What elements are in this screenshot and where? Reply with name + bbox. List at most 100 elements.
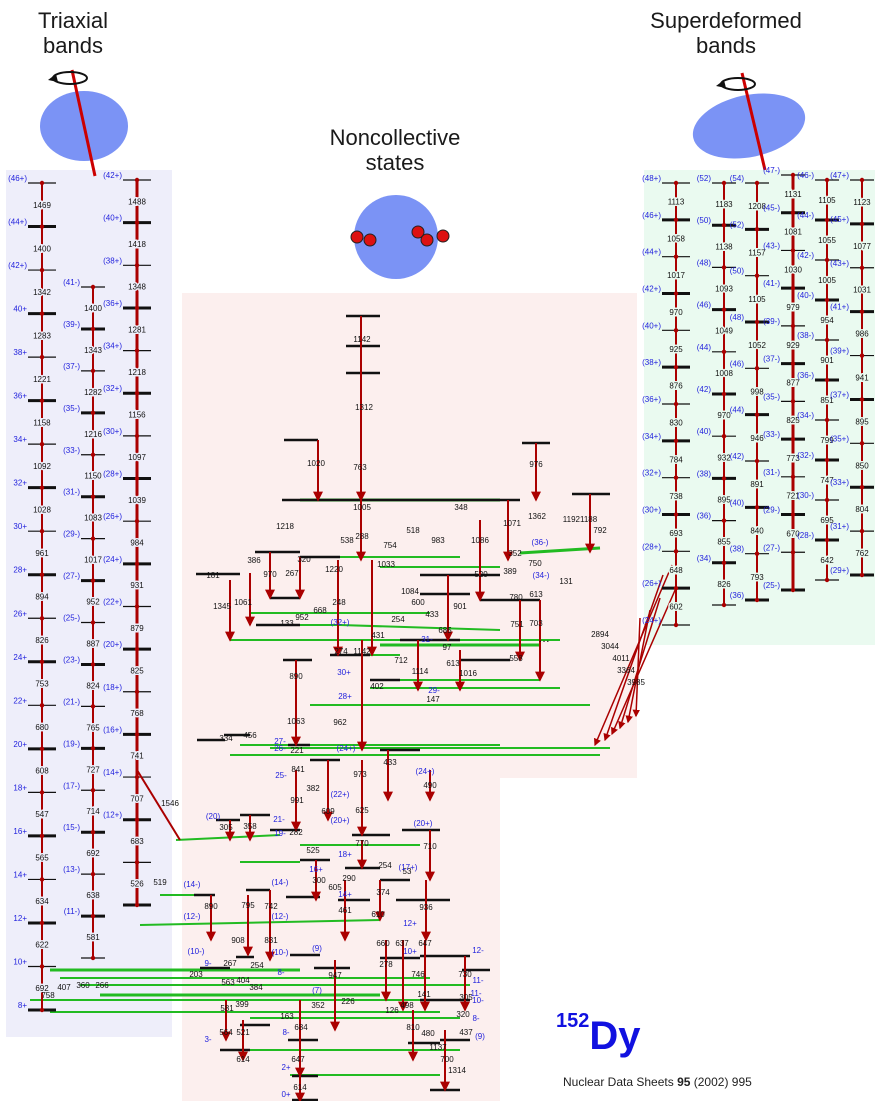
sd-band2-spin-label: (52) xyxy=(697,174,712,183)
sd-band1-level-dot xyxy=(673,512,679,517)
triaxial-band1-spin-label: 10+ xyxy=(13,957,27,966)
energy-label: 564 xyxy=(219,1028,233,1037)
sd-band5-energy-label: 799 xyxy=(820,436,834,445)
energy-label: 1071 xyxy=(503,519,521,528)
triaxial-band1-level-dot xyxy=(39,1007,45,1013)
sd-band1-energy-label: 693 xyxy=(669,529,683,538)
spin-label: (34-) xyxy=(533,571,550,580)
triaxial-band3-spin-label: (16+) xyxy=(103,725,122,734)
sd-band1-spin-label: (48+) xyxy=(642,174,661,183)
triaxial-band1-energy-label: 961 xyxy=(35,549,49,558)
energy-label: 758 xyxy=(41,991,55,1000)
triaxial-band3-spin-label: (24+) xyxy=(103,555,122,564)
energy-label: 4011 xyxy=(612,654,630,663)
sd-band2-spin-label: (46) xyxy=(697,301,712,310)
energy-label: 407 xyxy=(57,983,71,992)
energy-label: 404 xyxy=(236,976,250,985)
triaxial-band3-spin-label: (42+) xyxy=(103,171,122,180)
sd-band6-spin-label: (41+) xyxy=(830,303,849,312)
energy-label: 3044 xyxy=(601,642,619,651)
spin-label: 26- xyxy=(274,744,286,753)
sd-band4-spin-label: (41-) xyxy=(763,279,780,288)
sd-band3-spin-label: (50) xyxy=(730,267,745,276)
sd-band5-spin-label: (30-) xyxy=(797,491,814,500)
spin-label: 3- xyxy=(204,1035,211,1044)
energy-label: 890 xyxy=(289,672,303,681)
energy-label: 831 xyxy=(264,936,278,945)
triaxial-band2-spin-label: (29-) xyxy=(63,530,80,539)
energy-label: 384 xyxy=(249,983,263,992)
reference-volume: 95 xyxy=(677,1075,691,1089)
energy-label: 490 xyxy=(423,781,437,790)
sd-band1-energy-label: 648 xyxy=(669,566,683,575)
spin-label: 8- xyxy=(282,1028,289,1037)
sd-band6-energy-label: 986 xyxy=(855,330,869,339)
sd-band4-level-dot xyxy=(790,550,796,555)
energy-label: 1020 xyxy=(307,459,325,468)
spin-label: (22+) xyxy=(331,790,350,799)
sd-band5-level-dot xyxy=(824,297,830,303)
sd-band2-level-dot xyxy=(721,265,727,270)
sd-band4-energy-label: 825 xyxy=(786,416,800,425)
energy-label: 131 xyxy=(559,577,573,586)
energy-label: 991 xyxy=(290,796,304,805)
sd-band1-spin-label: (40+) xyxy=(642,321,661,330)
triaxial-band2-energy-label: 1282 xyxy=(84,388,102,397)
energy-label: 266 xyxy=(95,981,109,990)
sd-band6-energy-label: 762 xyxy=(855,549,869,558)
energy-label: 305 xyxy=(459,993,473,1002)
triaxial-band3-spin-label: (38+) xyxy=(103,256,122,265)
sd-band2-energy-label: 1008 xyxy=(715,369,733,378)
energy-label: 305 xyxy=(219,823,233,832)
energy-label: 300 xyxy=(312,876,326,885)
spin-label: (32+) xyxy=(331,618,350,627)
triaxial-band3-level-dot xyxy=(134,348,140,353)
sd-band3-energy-label: 1157 xyxy=(748,249,766,258)
spin-label: (24+) xyxy=(337,744,356,753)
energy-label: 181 xyxy=(206,571,220,580)
sd-band5-spin-label: (36-) xyxy=(797,371,814,380)
spin-label: 10+ xyxy=(403,947,417,956)
continuation-dots: … xyxy=(538,631,550,645)
sd-decay-line xyxy=(611,587,677,736)
sd-band3-level-dot xyxy=(754,273,760,278)
sd-decay-line xyxy=(594,564,673,747)
sd-band1-level-dot xyxy=(673,549,679,554)
triaxial-band1-level-dot xyxy=(39,920,45,926)
sd-band1-spin-label: (34+) xyxy=(642,432,661,441)
energy-label: 320 xyxy=(297,555,311,564)
triaxial-decay-line xyxy=(136,769,181,841)
energy-label: 710 xyxy=(423,842,437,851)
energy-label: 613 xyxy=(529,590,543,599)
energy-label: 1137 xyxy=(429,1043,447,1052)
sd-band6-level-dot xyxy=(859,309,865,314)
energy-label: 538 xyxy=(340,536,354,545)
noncollective-region xyxy=(182,293,637,1101)
triaxial-band2-spin-label: (21-) xyxy=(63,697,80,706)
triaxial-band3-level-dot xyxy=(134,476,140,481)
energy-label: 290 xyxy=(342,874,356,883)
triaxial-band1-level-dot xyxy=(39,441,45,447)
sd-band1-spin-label: (24+) xyxy=(642,616,661,625)
sd-band2-level-dot xyxy=(721,307,727,312)
triaxial-band3-spin-label: (34+) xyxy=(103,342,122,351)
energy-label: 660 xyxy=(376,939,390,948)
sd-band2-level-dot xyxy=(721,518,727,523)
triaxial-band2-energy-label: 581 xyxy=(86,933,100,942)
sd-band5-level-dot xyxy=(824,497,830,503)
triaxial-band2-spin-label: (39-) xyxy=(63,320,80,329)
energy-label: 3985 xyxy=(627,678,645,687)
sd-band4-spin-label: (45-) xyxy=(763,204,780,213)
energy-label: 1314 xyxy=(448,1066,466,1075)
energy-label: 614 xyxy=(293,1083,307,1092)
sd-band1-energy-label: 602 xyxy=(669,603,683,612)
triaxial-band3-spin-label: (32+) xyxy=(103,384,122,393)
sd-band1-level-dot xyxy=(673,217,679,223)
triaxial-band2-level-dot xyxy=(90,829,96,835)
sd-band6-energy-label: 1123 xyxy=(853,198,871,207)
sd-band3-energy-label: 793 xyxy=(750,573,764,582)
sd-band1-spin-label: (32+) xyxy=(642,469,661,478)
energy-label: 700 xyxy=(440,1055,454,1064)
spin-label: (10-) xyxy=(188,947,205,956)
sd-band1-spin-label: (46+) xyxy=(642,211,661,220)
